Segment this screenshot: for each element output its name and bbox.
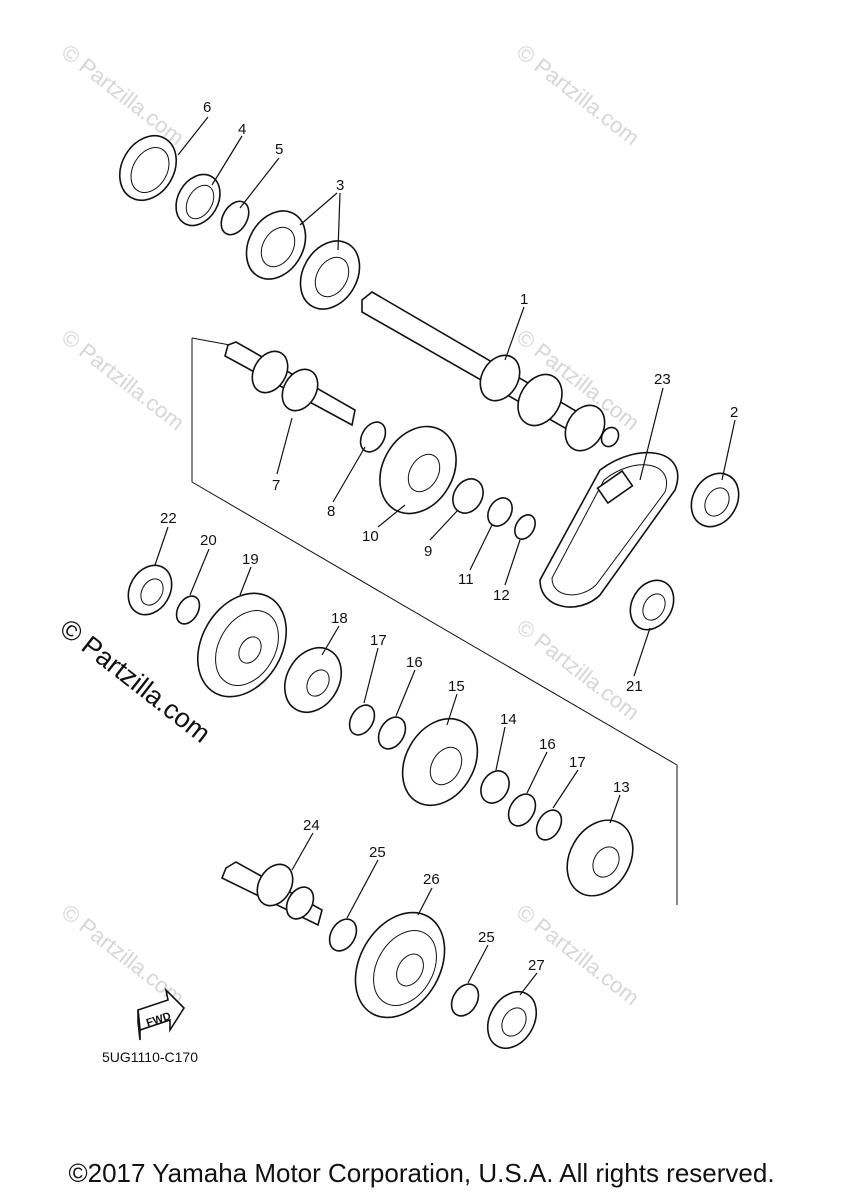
part-3-bearing-b xyxy=(299,240,361,310)
part-11-washer xyxy=(487,497,513,527)
callout-15: 15 xyxy=(448,678,465,695)
callout-23: 23 xyxy=(654,371,671,388)
watermark-top-left: © Partzilla.com xyxy=(57,39,189,150)
watermark-bottom-right: © Partzilla.com xyxy=(512,899,644,1010)
callout-22: 22 xyxy=(160,510,177,527)
callout-25a: 25 xyxy=(369,844,386,861)
part-15-gear xyxy=(401,717,479,807)
watermark-center-right: © Partzilla.com xyxy=(512,614,644,725)
callout-7: 7 xyxy=(272,477,280,494)
part-3-bearing-a xyxy=(245,210,307,280)
part-20-washer xyxy=(175,595,201,625)
callout-4: 4 xyxy=(238,121,246,138)
part-8-washer xyxy=(359,421,387,453)
part-17-circlip-b xyxy=(535,809,563,841)
part-16-washer-a xyxy=(377,716,407,750)
part-2-bearing xyxy=(690,472,740,528)
part-5-o-ring xyxy=(220,200,250,236)
copyright-footer: ©2017 Yamaha Motor Corporation, U.S.A. A… xyxy=(68,1158,775,1188)
part-9-needle-bearing xyxy=(452,478,484,514)
callout-18: 18 xyxy=(331,610,348,627)
part-25-circlip-a xyxy=(328,918,358,952)
callout-16a: 16 xyxy=(406,654,423,671)
callout-21: 21 xyxy=(626,678,643,695)
part-6-oil-seal xyxy=(118,135,178,201)
assembly-outline-top xyxy=(191,337,231,346)
callout-10: 10 xyxy=(362,528,379,545)
part-26-gear xyxy=(354,911,446,1019)
watermark-main: © Partzilla.com xyxy=(54,613,216,749)
diagram-code: 5UG1110-C170 xyxy=(102,1049,198,1065)
watermark-top-right: © Partzilla.com xyxy=(512,39,644,150)
part-27-bearing xyxy=(486,990,538,1050)
part-18-clutch xyxy=(283,647,343,713)
callout-8: 8 xyxy=(327,503,335,520)
callout-1: 1 xyxy=(520,291,528,308)
callout-3: 3 xyxy=(336,177,344,194)
part-13-gear xyxy=(566,819,634,897)
callout-20: 20 xyxy=(200,532,217,549)
part-25-circlip-b xyxy=(450,983,480,1017)
part-17-circlip-a xyxy=(348,704,376,736)
callout-17b: 17 xyxy=(569,754,586,771)
callout-17a: 17 xyxy=(370,632,387,649)
part-1-main-shaft xyxy=(361,291,620,452)
leader-lines xyxy=(154,116,736,996)
callout-24: 24 xyxy=(303,817,320,834)
part-22-bearing xyxy=(127,564,173,616)
callout-11: 11 xyxy=(458,571,474,588)
assembly-outline xyxy=(191,338,678,905)
callout-labels: 6 4 5 3 1 23 2 7 8 10 9 11 12 21 22 20 1… xyxy=(160,99,738,974)
callout-25b: 25 xyxy=(478,929,495,946)
callout-9: 9 xyxy=(424,543,432,560)
callout-13: 13 xyxy=(613,779,630,796)
callout-27: 27 xyxy=(528,957,545,974)
part-4-collar xyxy=(175,173,221,227)
callout-26: 26 xyxy=(423,871,440,888)
part-7-shaft xyxy=(224,341,356,427)
part-16-washer-b xyxy=(507,793,537,827)
part-19-gear xyxy=(196,592,288,698)
callout-12: 12 xyxy=(493,587,510,604)
part-14-collar xyxy=(480,770,510,804)
part-12-circlip xyxy=(514,514,536,540)
part-23-chain xyxy=(539,451,679,608)
part-24-shaft xyxy=(220,861,323,927)
callout-5: 5 xyxy=(275,141,283,158)
callout-6: 6 xyxy=(203,99,211,116)
watermark-mid-left: © Partzilla.com xyxy=(57,324,189,435)
part-21-bearing xyxy=(629,579,675,631)
callout-19: 19 xyxy=(242,551,259,568)
callout-16b: 16 xyxy=(539,736,556,753)
callout-14: 14 xyxy=(500,711,517,728)
part-10-gear xyxy=(379,425,457,515)
callout-2: 2 xyxy=(730,404,738,421)
